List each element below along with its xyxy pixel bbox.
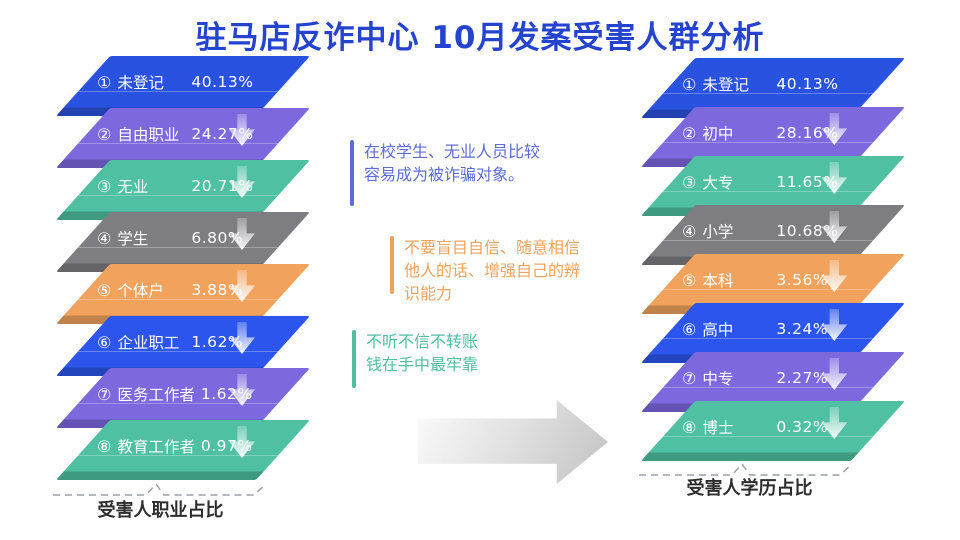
note-text: 不听不信不转账 钱在手中最牢靠 bbox=[366, 332, 479, 375]
page-title: 驻马店反诈中心 10月发案受害人群分析 bbox=[195, 20, 765, 56]
layer-index: ② bbox=[682, 123, 697, 143]
layer-index: ⑦ bbox=[682, 368, 697, 388]
note-text: 在校学生、无业人员比较 容易成为被诈骗对象。 bbox=[364, 142, 541, 185]
chart-layer: ① 未登记 40.13% bbox=[55, 56, 311, 116]
education-caption: 受害人学历占比 bbox=[686, 478, 813, 499]
layer-label: 未登记 bbox=[702, 76, 749, 94]
layer-index: ① bbox=[682, 74, 697, 94]
layer-label: 教育工作者 bbox=[117, 438, 195, 456]
layer-content: ⑦ 中专 2.27% bbox=[668, 352, 878, 404]
layer-content: ① 未登记 40.13% bbox=[83, 56, 283, 108]
note-accent-bar bbox=[350, 140, 354, 206]
occupation-caption: 受害人职业占比 bbox=[97, 500, 224, 521]
dashed-brace-right bbox=[639, 462, 853, 476]
note-accent-bar bbox=[352, 330, 356, 388]
layer-index: ⑥ bbox=[97, 332, 112, 352]
layer-index: ⑤ bbox=[97, 280, 112, 300]
layer-label: 博士 bbox=[702, 419, 734, 437]
chart-layer: ⑧ 博士 0.32% bbox=[640, 401, 906, 461]
layer-value: 3.24% bbox=[776, 320, 829, 338]
layer-label: 大专 bbox=[702, 174, 734, 192]
layer-index: ③ bbox=[97, 176, 112, 196]
dashed-brace-left bbox=[53, 482, 267, 496]
layer-value: 2.27% bbox=[776, 369, 829, 387]
layer-label: 无业 bbox=[117, 178, 149, 196]
layer-label: 个体户 bbox=[117, 282, 164, 300]
layer-index: ② bbox=[97, 124, 112, 144]
layer-label: 企业职工 bbox=[117, 334, 180, 352]
layer-content: ⑤ 本科 3.56% bbox=[668, 254, 878, 306]
layer-index: ⑧ bbox=[97, 436, 112, 456]
layer-label: 初中 bbox=[702, 125, 734, 143]
annotation-note: 不听不信不转账 钱在手中最牢靠 bbox=[352, 330, 478, 388]
annotation-note: 在校学生、无业人员比较 容易成为被诈骗对象。 bbox=[350, 140, 540, 206]
layer-index: ⑤ bbox=[682, 270, 697, 290]
layer-label: 小学 bbox=[702, 223, 734, 241]
layer-index: ⑥ bbox=[682, 319, 697, 339]
right-arrow-icon bbox=[418, 400, 608, 484]
layer-value: 40.13% bbox=[191, 73, 254, 91]
layer-value: 3.56% bbox=[776, 271, 829, 289]
layer-content: ① 未登记 40.13% bbox=[668, 58, 878, 110]
note-accent-bar bbox=[390, 236, 394, 294]
annotation-note: 不要盲目自信、随意相信 他人的话、增强自己的辨 识能力 bbox=[390, 236, 580, 306]
layer-label: 高中 bbox=[702, 321, 734, 339]
layer-index: ④ bbox=[682, 221, 697, 241]
layer-index: ⑧ bbox=[682, 417, 697, 437]
chart-layer: ⑥ 高中 3.24% bbox=[640, 303, 906, 363]
layer-index: ⑦ bbox=[97, 384, 112, 404]
layer-content: ⑧ 博士 0.32% bbox=[668, 401, 878, 453]
layer-label: 本科 bbox=[702, 272, 734, 290]
layer-index: ③ bbox=[682, 172, 697, 192]
layer-label: 未登记 bbox=[117, 74, 164, 92]
layer-index: ④ bbox=[97, 228, 112, 248]
layer-label: 医务工作者 bbox=[117, 386, 195, 404]
chart-layer: ⑤ 本科 3.56% bbox=[640, 254, 906, 314]
layer-label: 自由职业 bbox=[117, 126, 180, 144]
chart-layer: ① 未登记 40.13% bbox=[640, 58, 906, 118]
layer-index: ① bbox=[97, 72, 112, 92]
chart-layer: ⑦ 中专 2.27% bbox=[640, 352, 906, 412]
layer-label: 学生 bbox=[117, 230, 149, 248]
layer-value: 0.32% bbox=[776, 418, 829, 436]
layer-label: 中专 bbox=[702, 370, 734, 388]
note-text: 不要盲目自信、随意相信 他人的话、增强自己的辨 识能力 bbox=[404, 238, 581, 304]
layer-value: 40.13% bbox=[776, 75, 839, 93]
layer-content: ⑥ 高中 3.24% bbox=[668, 303, 878, 355]
